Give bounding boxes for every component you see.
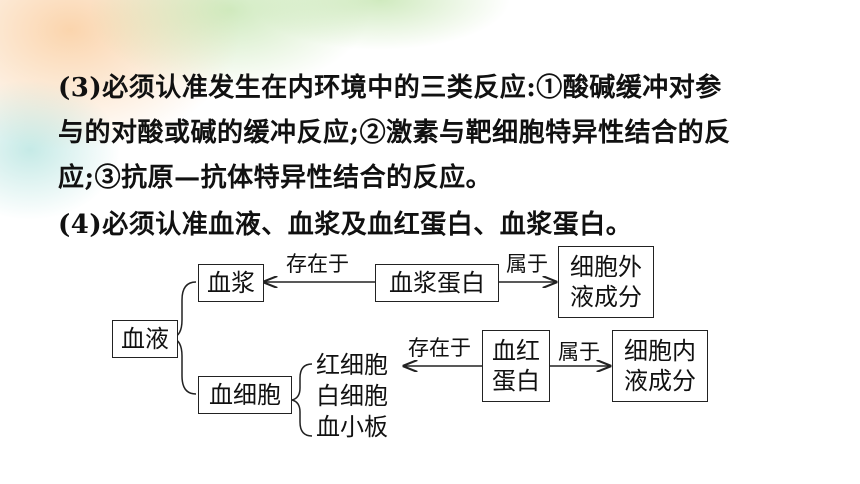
box-extracellular-fluid: 细胞外 液成分 bbox=[558, 246, 654, 318]
cell-type-red: 红细胞 bbox=[316, 351, 388, 379]
box-blood-label: 血液 bbox=[121, 325, 169, 353]
item-3-line-2: 与的对酸或碱的缓冲反应;②激素与靶细胞特异性结合的反 bbox=[58, 118, 731, 148]
box-plasma-label: 血浆 bbox=[207, 269, 255, 297]
cell-type-white: 白细胞 bbox=[316, 382, 388, 410]
box-blood-cells: 血细胞 bbox=[198, 376, 292, 414]
label-exists-in-2: 存在于 bbox=[408, 336, 471, 360]
box-extracellular-line-2: 液成分 bbox=[570, 283, 642, 311]
box-plasma: 血浆 bbox=[198, 264, 264, 302]
box-hemoglobin: 血红 蛋白 bbox=[482, 330, 550, 402]
box-hemoglobin-line-1: 血红 bbox=[492, 337, 540, 365]
box-blood-cells-label: 血细胞 bbox=[209, 381, 281, 409]
box-blood: 血液 bbox=[112, 320, 178, 358]
box-plasma-protein: 血浆蛋白 bbox=[375, 264, 499, 302]
box-hemoglobin-line-2: 蛋白 bbox=[492, 367, 540, 395]
label-exists-in-1: 存在于 bbox=[286, 252, 349, 276]
box-intracellular-fluid: 细胞内 液成分 bbox=[612, 330, 708, 402]
label-belongs-to-1: 属于 bbox=[506, 252, 548, 276]
item-4-line: (4)必须认准血液、血浆及血红蛋白、血浆蛋白。 bbox=[58, 210, 633, 240]
box-extracellular-line-1: 细胞外 bbox=[570, 253, 642, 281]
cell-types-list: 红细胞 白细胞 血小板 bbox=[316, 350, 388, 443]
box-intracellular-line-1: 细胞内 bbox=[624, 337, 696, 365]
item-3-line-3: 应;③抗原—抗体特异性结合的反应。 bbox=[58, 163, 493, 193]
cell-type-platelet: 血小板 bbox=[316, 413, 388, 441]
box-intracellular-line-2: 液成分 bbox=[624, 367, 696, 395]
item-3-line-1: (3)必须认准发生在内环境中的三类反应:①酸碱缓冲对参 bbox=[58, 73, 722, 103]
brace-cells bbox=[291, 363, 313, 437]
box-plasma-protein-label: 血浆蛋白 bbox=[389, 269, 485, 297]
label-belongs-to-2: 属于 bbox=[558, 340, 600, 364]
